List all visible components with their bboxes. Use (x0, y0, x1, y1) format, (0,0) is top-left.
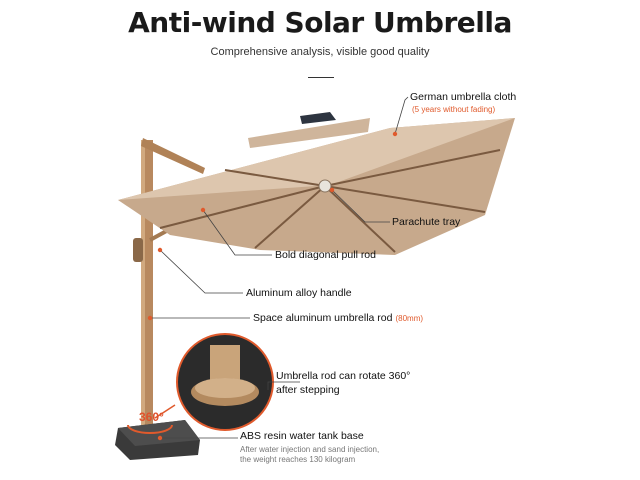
page-subtitle: Comprehensive analysis, visible good qua… (210, 46, 430, 58)
rotate-label-line1: Umbrella rod can rotate 360° (276, 370, 411, 382)
rotation-badge: 360° (139, 410, 164, 424)
pull-rod-label: Bold diagonal pull rod (275, 249, 376, 261)
solar-canopy (248, 118, 370, 148)
cloth-note: (5 years without fading) (412, 105, 496, 114)
title-divider (308, 77, 334, 78)
cloth-label: German umbrella cloth (410, 91, 517, 103)
rotation-arrow (127, 424, 173, 434)
handle-leader (159, 249, 243, 294)
base-note-line2: the weight reaches 130 kilogram (240, 455, 356, 464)
parachute-tray-shape (318, 179, 332, 193)
solar-panel (300, 112, 336, 124)
handle-label: Aluminum alloy handle (246, 287, 352, 299)
rotate-label-line2: after stepping (276, 384, 340, 396)
rotate-leader (267, 381, 300, 390)
pull-rod-leader (202, 209, 272, 256)
tray-label: Parachute tray (392, 216, 461, 228)
handle-shape (133, 238, 143, 262)
page-title: Anti-wind Solar Umbrella (128, 6, 512, 39)
rod-label: Space aluminum umbrella rod(80mm) (253, 312, 423, 324)
cloth-leader (394, 96, 409, 135)
rod-label-text: Space aluminum umbrella rod (253, 312, 393, 324)
base-label: ABS resin water tank base (240, 430, 364, 442)
tray-leader (331, 189, 390, 223)
canopy-ribs (159, 149, 501, 253)
top-arm (141, 138, 205, 174)
rod-note: (80mm) (395, 314, 424, 323)
base-note-line1: After water injection and sand injection… (240, 445, 380, 454)
